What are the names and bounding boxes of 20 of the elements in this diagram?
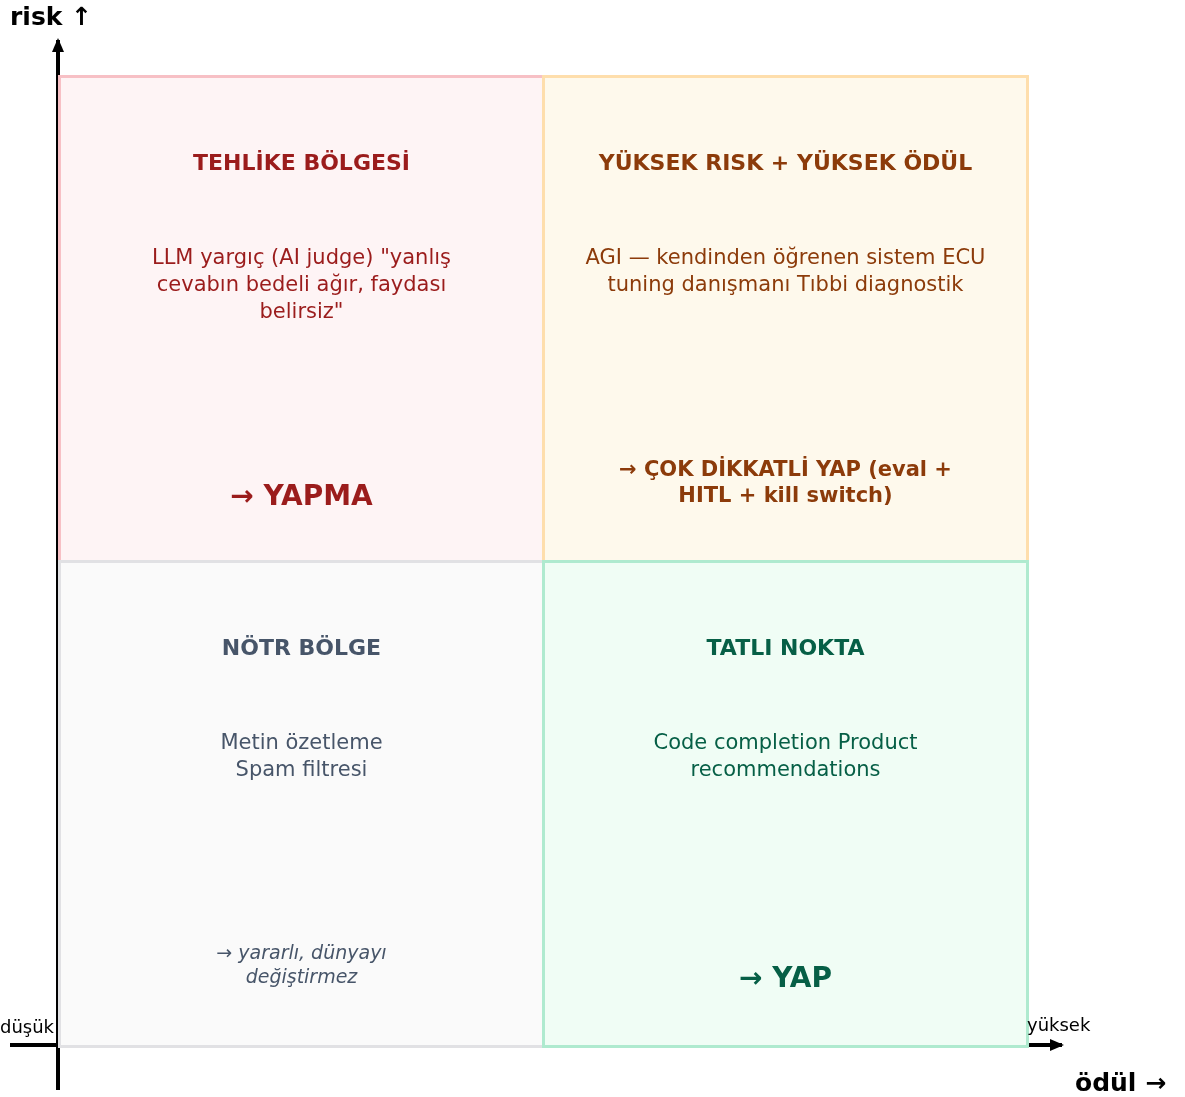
y-axis-title: risk ↑ xyxy=(10,2,93,31)
quadrant-panel xyxy=(542,560,1029,1048)
axis-high-label: yüksek xyxy=(1027,1014,1091,1035)
x-axis-title: ödül → xyxy=(1075,1068,1167,1097)
quadrant-examples: AGI — kendinden öğrenen sistem ECU tuning danışmanı Tıbbi diagnostik xyxy=(584,244,987,298)
quadrant-panel xyxy=(58,560,545,1048)
quadrant-heading: NÖTR BÖLGE xyxy=(221,635,382,660)
quadrant-verdict: → yararlı, dünyayı değiştirmez xyxy=(215,941,388,989)
quadrant-heading: TATLI NOKTA xyxy=(706,635,865,660)
quadrant-verdict: → ÇOK DİKKATLİ YAP (eval + HITL + kill switch) xyxy=(618,456,953,509)
quadrant-verdict: → YAPMA xyxy=(229,478,374,513)
quadrant-panel xyxy=(542,75,1029,563)
quadrant-examples: Metin özetleme Spam filtresi xyxy=(219,729,384,783)
quadrant-verdict: → YAP xyxy=(738,960,833,995)
quadrant-heading: TEHLİKE BÖLGESİ xyxy=(193,150,410,175)
quadrant-examples: LLM yargıç (AI judge) "yanlış cevabın bedeli ağır, faydası belirsiz" xyxy=(151,244,452,325)
quadrant-heading: YÜKSEK RISK + YÜKSEK ÖDÜL xyxy=(598,150,973,175)
quadrant-panel xyxy=(58,75,545,563)
quadrant-examples: Code completion Product recommendations xyxy=(652,729,919,783)
axis-low-label: düşük xyxy=(0,1016,55,1037)
